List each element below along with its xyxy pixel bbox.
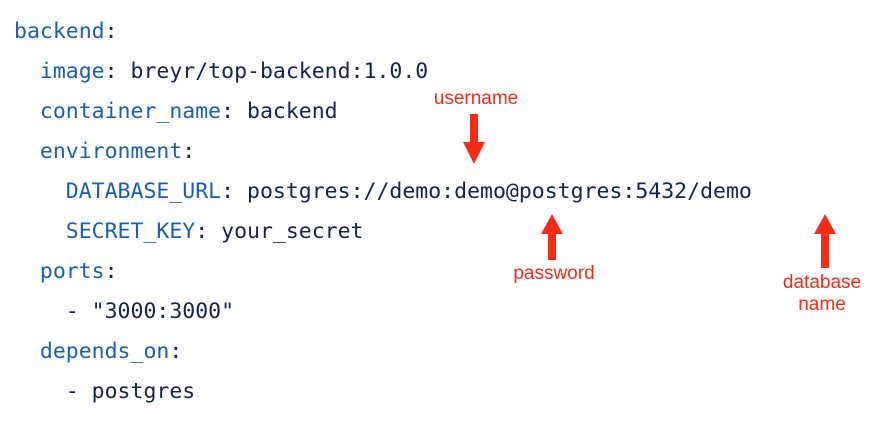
yaml-colon: : [195,219,209,244]
yaml-key-database-url: DATABASE_URL [65,179,222,204]
yaml-colon: : [221,99,235,124]
yaml-colon: : [104,259,118,284]
line-indent [14,299,66,324]
yaml-colon: : [104,59,118,84]
annotation-label-password: password [513,263,595,284]
yaml-key: ports [39,259,105,284]
yaml-value-secret-key: your_secret [208,219,364,244]
line-indent [14,379,66,404]
yaml-list-item: - postgres [65,379,196,404]
code-line: depends_on: [14,332,874,372]
yaml-colon: : [169,339,183,364]
code-line: - "3000:3000" [14,292,874,332]
yaml-list-item: - "3000:3000" [65,299,235,324]
code-line: DATABASE_URL: postgres://demo:demo@postg… [14,172,874,212]
code-line: backend: [14,12,874,52]
yaml-value: breyr/top-backend:1.0.0 [117,59,429,84]
line-indent [14,339,40,364]
code-line: SECRET_KEY: your_secret [14,212,874,252]
yaml-value: backend [234,99,338,124]
yaml-key: depends_on [39,339,170,364]
yaml-colon: : [221,179,235,204]
line-indent [14,259,40,284]
yaml-key-secret-key: SECRET_KEY [65,219,196,244]
code-line: - postgres [14,372,874,412]
annotation-arrow-down-username [461,114,487,166]
annotation-label-username: username [433,88,519,109]
yaml-colon: : [104,19,118,44]
annotation-arrow-up-password [539,214,565,260]
code-line: ports: [14,252,874,292]
yaml-value-database-url: postgres://demo:demo@postgres:5432/demo [234,179,752,204]
annotation-label-database-name: database name [782,272,862,315]
code-line: container_name: backend [14,92,874,132]
yaml-key: backend [14,19,105,44]
yaml-key: environment [39,139,183,164]
code-line: image: breyr/top-backend:1.0.0 [14,52,874,92]
yaml-key: container_name [39,99,222,124]
code-line: environment: [14,132,874,172]
line-indent [14,179,66,204]
line-indent [14,99,40,124]
line-indent [14,139,40,164]
line-indent [14,59,40,84]
yaml-code-block: backend: image: breyr/top-backend:1.0.0 … [14,12,874,412]
yaml-key: image [39,59,105,84]
yaml-colon: : [182,139,196,164]
annotation-arrow-up-database-name [812,214,838,268]
line-indent [14,219,66,244]
